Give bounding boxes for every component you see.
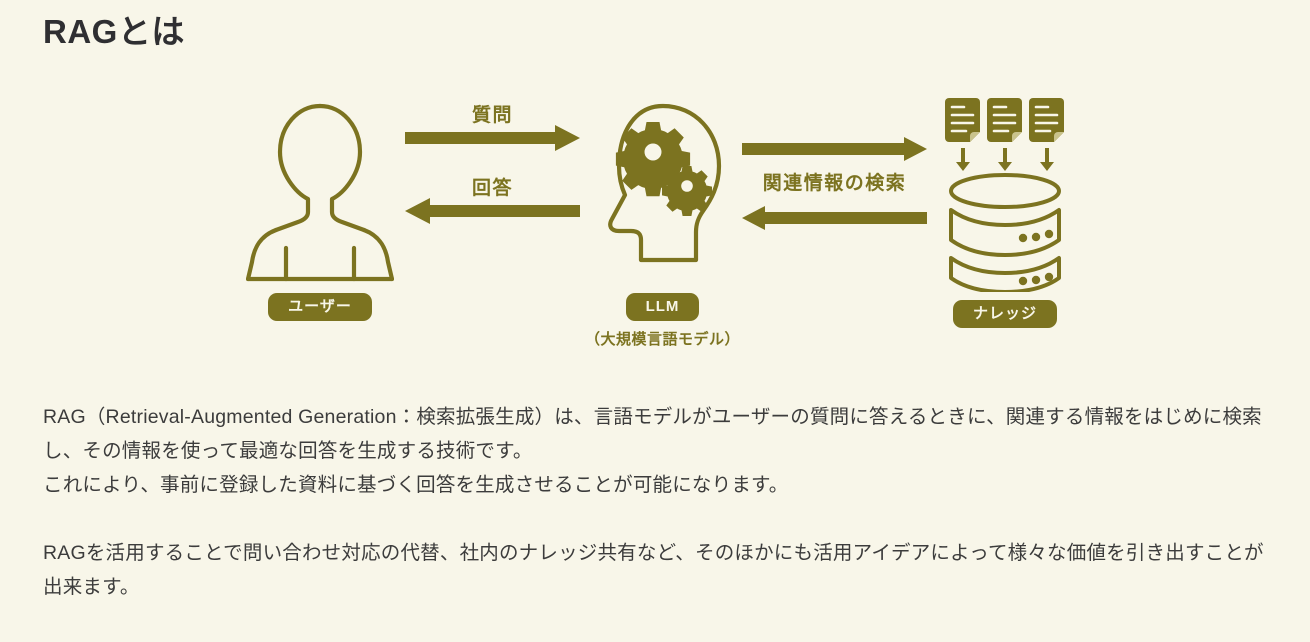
database-status-dots — [1018, 229, 1054, 286]
body-copy: RAG（Retrieval-Augmented Generation：検索拡張生… — [43, 400, 1271, 604]
rag-flow-diagram: ユーザー LLM （大規模言語モデル） — [0, 92, 1310, 367]
down-arrow-glyphs — [956, 148, 1054, 171]
flow-answer-caption: 回答 — [471, 178, 513, 199]
arrow-right-question-icon — [405, 125, 580, 151]
brain-head-gears-icon — [607, 103, 721, 263]
arrow-right-retrieval-icon — [742, 137, 927, 161]
node-user-label-row: ユーザー — [240, 293, 400, 322]
diagram-node-knowledge: ナレッジ — [925, 92, 1085, 329]
person-icon — [246, 103, 394, 282]
database-documents-icon — [945, 98, 1064, 292]
document-glyphs — [945, 98, 1064, 142]
node-llm-label-row: LLM （大規模言語モデル） — [580, 293, 745, 349]
body-paragraph-1: RAG（Retrieval-Augmented Generation：検索拡張生… — [43, 406, 1262, 496]
diagram-node-user: ユーザー — [240, 100, 400, 322]
flow-user-llm: 質問 回答 — [405, 106, 580, 224]
node-user-label: ユーザー — [268, 293, 372, 322]
node-llm-label: LLM — [625, 293, 700, 322]
flow-question-caption: 質問 — [471, 105, 513, 126]
node-knowledge-label-row: ナレッジ — [925, 300, 1085, 329]
page-title: RAGとは — [43, 13, 185, 50]
arrow-left-answer-icon — [405, 198, 580, 224]
flow-retrieval-caption: 関連情報の検索 — [762, 173, 907, 194]
node-llm-sub-label: （大規模言語モデル） — [584, 331, 740, 349]
arrow-left-retrieval-icon — [742, 206, 927, 230]
flow-llm-knowledge: 関連情報の検索 — [742, 137, 927, 230]
diagram-node-llm: LLM （大規模言語モデル） — [580, 100, 745, 349]
body-paragraph-2: RAGを活用することで問い合わせ対応の代替、社内のナレッジ共有など、そのほかにも… — [43, 542, 1264, 598]
database-cylinder — [949, 173, 1061, 292]
node-knowledge-label: ナレッジ — [952, 300, 1057, 329]
